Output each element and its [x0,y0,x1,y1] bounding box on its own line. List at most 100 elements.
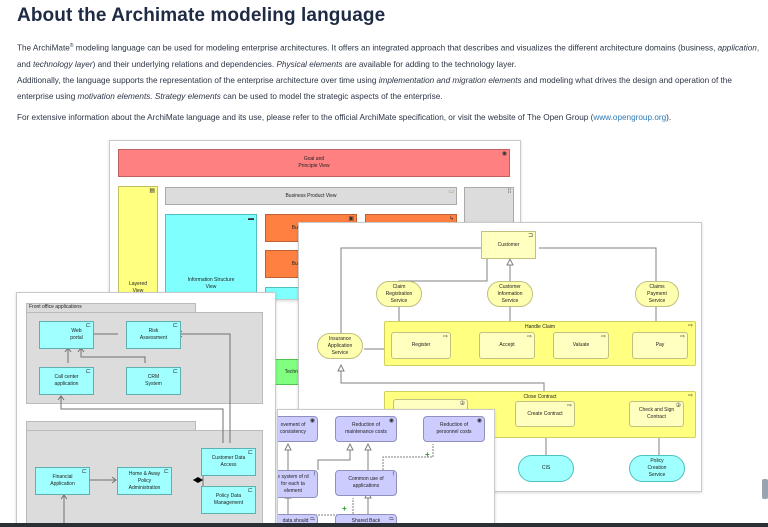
principle-icon: ! [392,472,394,478]
goal-icon: ◉ [476,418,482,424]
label: Risk Assessment [139,328,168,341]
goal-icon: ◉ [388,418,394,424]
front-office-label: Front office applications [29,304,82,310]
label: Handle Claim [524,324,555,330]
realization-arrowhead [346,442,354,451]
label: Close Contract [523,394,557,400]
text: are available for adding to the technolo… [342,59,517,69]
emphasis: Strategy elements [154,92,221,101]
goal-icon: ◉ [501,151,507,157]
requirement-icon: ⏢ [389,516,394,522]
back-office-tab [26,421,196,431]
label: Shared Back [351,518,381,524]
call-center-app: Call center application ⊏ [39,367,94,395]
process-icon: ↳ [448,216,454,222]
crm-system-app: CRM System ⊏ [126,367,181,395]
label: Accept [499,342,515,348]
process-icon: ⇨ [600,334,606,340]
label: Create Contract [527,410,563,417]
app-component-icon: ⊏ [81,469,87,475]
process-icon: ⇨ [442,334,448,340]
claim-registration-service: Claim Registration Service [376,281,422,307]
text: modeling language can be used for modeli… [73,43,718,53]
scroll-to-top-button[interactable] [762,479,768,499]
event-icon: ② [675,403,681,409]
app-component-icon: ⊏ [85,323,91,329]
customer-data-access-app: Customer Data Access ⊏ [201,448,256,476]
intro-paragraph: The ArchiMate® modeling language can be … [17,38,767,73]
additional-paragraph: Additionally, the language supports the … [17,73,767,105]
text: , and [17,43,760,69]
process-icon: ⇨ [526,334,532,340]
positive-influence-1: + [342,504,347,513]
text: can be used to model the strategic aspec… [220,92,443,101]
label: ovement of consistency [279,422,307,435]
composition-diamond [193,477,203,483]
label: Call center application [54,374,79,387]
label: Claim Registration Service [385,283,413,304]
reference-paragraph: For extensive information about the Arch… [17,110,767,126]
label: CIS [541,465,551,471]
front-office-tab [26,303,196,313]
event-icon: ② [459,401,465,407]
label: Bus [291,260,301,267]
app-component-icon: ⊏ [85,369,91,375]
label: Customer [497,241,520,248]
improvement-consistency-goal: ovement of consistency ◉ [278,416,318,442]
app-component-icon: ⊏ [172,323,178,329]
app-component-icon: ⊏ [172,369,178,375]
product-icon: ▭ [448,189,454,195]
application-diagram: Front office applications Web portal ⊏ [16,292,276,527]
insurance-application-service: Insurance Application Service [317,333,363,359]
actor-icon: ▣ [348,216,354,222]
app-component-icon: ⊏ [247,450,253,456]
label: Business Product View [285,192,337,199]
label: Pay [655,342,665,348]
principle-icon: ! [313,472,315,478]
registered-mark: ® [69,43,74,49]
register-process: Register ⇨ [391,332,451,359]
process-icon: ⇨ [687,323,693,329]
grid-icon: ⁞⁞ [507,189,511,195]
motivation-diagram: + + ovement of consistency ◉ Reduction o… [277,409,495,527]
customer-actor: Customer ⊐ [481,231,536,259]
realization-arrowhead [364,442,372,451]
reduction-personnel-goal: Reduction of personnel costs ◉ [423,416,485,442]
label: Web portal [70,328,83,341]
create-contract-process: Create Contract ⇨ [515,401,575,427]
home-away-policy-app: Home & Away Policy Administration ⊏ [117,467,172,495]
text: The ArchiMate [17,43,70,53]
emphasis: application [717,43,757,53]
label: Insurance Application Service [327,335,353,356]
layered-view: Layered View ▤ [118,186,158,299]
label: Layered View [128,281,148,294]
label: Technical [284,368,306,375]
emphasis: motivation elements. [77,92,153,101]
label: data should [282,518,309,524]
label: Register [411,342,431,348]
cis-service: CIS [518,455,574,482]
reduction-maintenance-goal: Reduction of maintenance costs ◉ [335,416,397,442]
customer-information-service: Customer Information Service [487,281,533,307]
label: Home & Away Policy Administration [128,470,161,491]
pay-process: Pay ⇨ [632,332,688,359]
process-icon: ⇨ [679,334,685,340]
label: Reduction of maintenance costs [345,422,387,435]
opengroup-link[interactable]: www.opengroup.org [593,113,667,122]
requirement-icon: ⏢ [310,516,315,522]
label: Valuate [572,342,590,348]
label: CRM System [145,374,162,387]
app-component-icon: ⊏ [247,488,253,494]
page-title: About the Archimate modeling language [17,5,386,26]
text: Additionally, the language supports the … [17,76,379,85]
label: Customer Data Access [211,455,246,468]
policy-data-management-app: Policy Data Management ⊏ [201,486,256,514]
goal-icon: ◉ [309,418,315,424]
data-object-icon: ▬ [248,216,254,222]
realization-arrowhead [337,363,345,372]
label: e system of rd for each ta element [277,473,309,494]
web-portal-app: Web portal ⊏ [39,321,94,349]
emphasis: technology layer [32,59,93,69]
label: Policy Data Management [213,493,244,506]
label: Customer Information Service [497,283,523,304]
